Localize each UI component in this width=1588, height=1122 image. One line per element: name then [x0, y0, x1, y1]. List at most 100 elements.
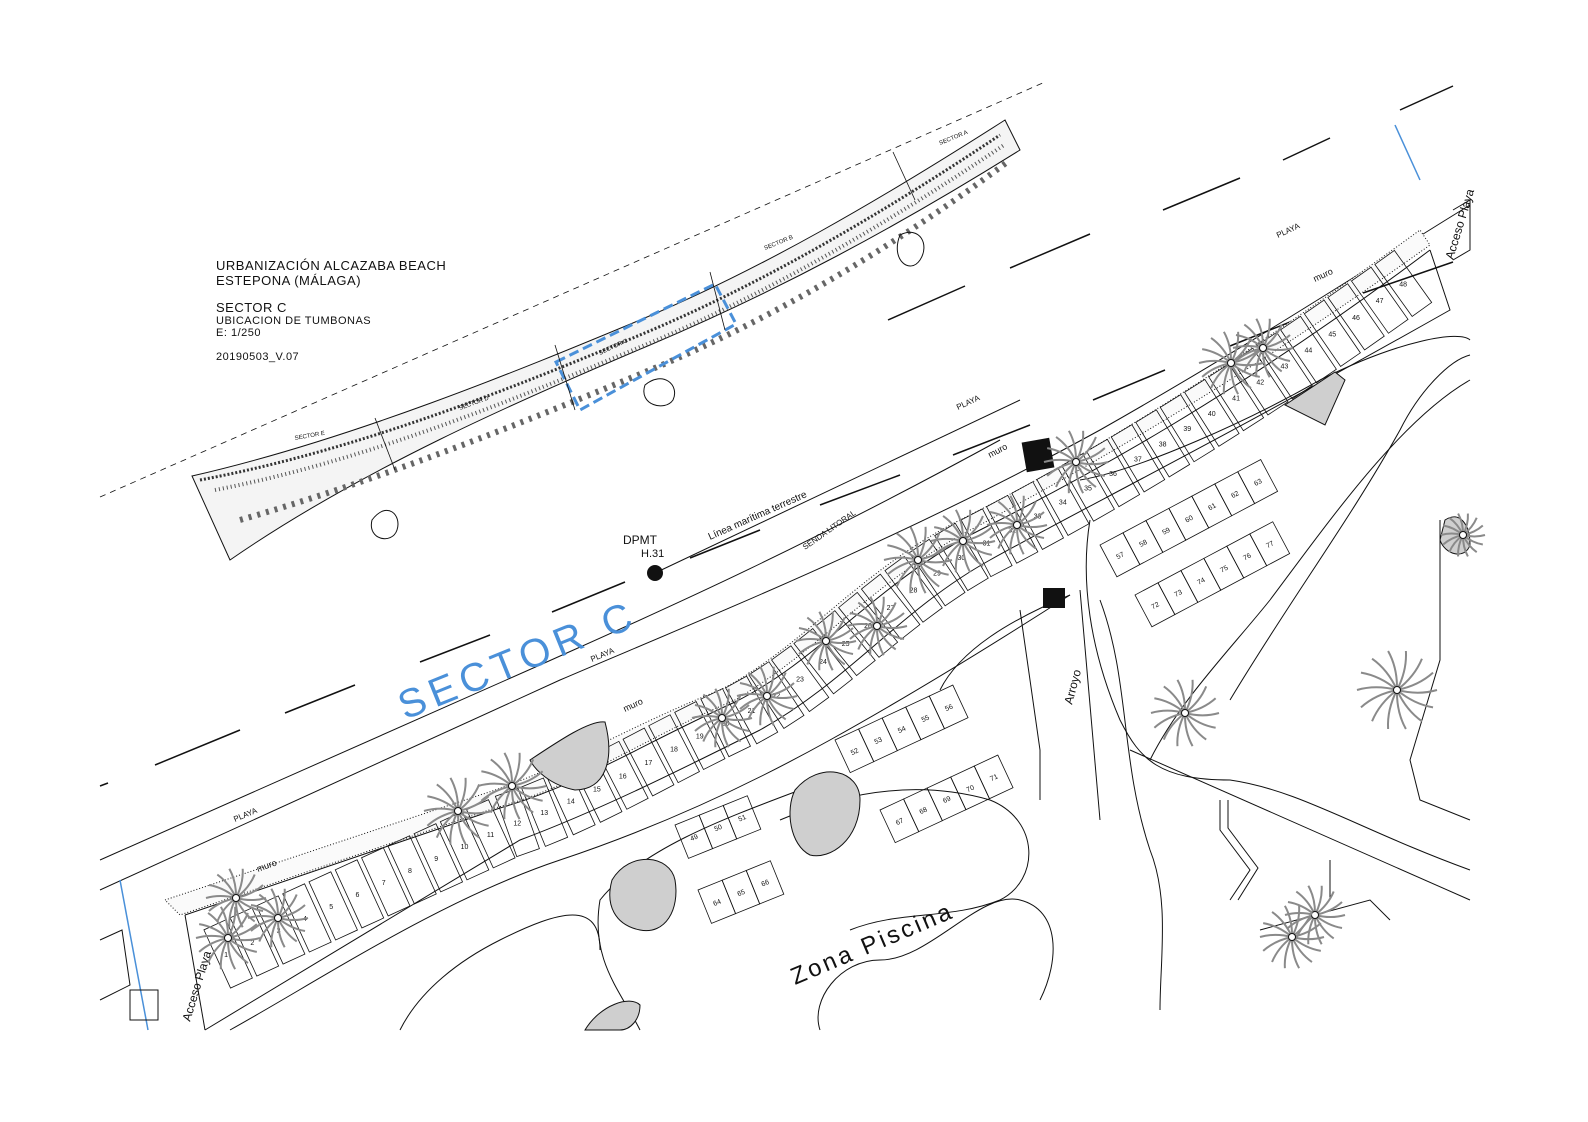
lounger-number: 24 [819, 659, 827, 666]
lounger-number: 26 [864, 623, 872, 630]
dpmt-label: DPMT [623, 533, 658, 547]
sea-dash-line [99, 85, 1454, 787]
structure-block-2 [1043, 588, 1065, 608]
building-lot [745, 860, 785, 905]
lounger-slot [700, 688, 752, 758]
palm-frond [986, 521, 1018, 526]
title-line-2: ESTEPONA (MÁLAGA) [216, 273, 362, 288]
lounger-number: 39 [1183, 426, 1191, 433]
palm-frond [1150, 709, 1186, 714]
land-paths [229, 335, 1471, 1031]
lot-number: 50 [713, 824, 723, 833]
palm-frond [846, 622, 878, 627]
lounger-number: 6 [355, 892, 359, 899]
lot-number: 60 [1184, 515, 1194, 525]
lounger-number: 2 [250, 940, 254, 947]
palm-trunk [1072, 458, 1080, 466]
lot-number: 54 [897, 725, 907, 735]
palm-frond [477, 782, 513, 787]
palm-frond [691, 714, 723, 719]
palm-trunk [1259, 344, 1267, 352]
lounger-slot [1184, 378, 1240, 447]
lot-number: 76 [1242, 552, 1252, 562]
lounger-number: 19 [696, 734, 704, 741]
lot-number: 63 [1253, 478, 1263, 488]
lounger-slot [960, 508, 1013, 578]
playa-label-4: PLAYA [1275, 221, 1302, 240]
lounger-number: 29 [933, 571, 941, 578]
palm-frond [962, 540, 996, 545]
lot-number: 65 [736, 889, 746, 898]
lounger-number: 37 [1134, 456, 1142, 463]
lounger-slot [387, 835, 437, 905]
lounger-number: 47 [1376, 298, 1384, 305]
building-lot [1237, 459, 1279, 505]
lounger-number: 15 [593, 786, 601, 793]
lounger-slot [1327, 283, 1385, 351]
lounger-slot [1159, 394, 1215, 463]
lounger-number: 44 [1304, 348, 1312, 355]
arroyo-label: Arroyo [1061, 668, 1084, 706]
playa-label-1: PLAYA [232, 806, 259, 824]
palm-trunk [1459, 531, 1467, 539]
lounger-slot [908, 538, 966, 607]
lounger-number: 12 [513, 820, 521, 827]
palm-frond [1016, 524, 1048, 529]
lounger-slot [1036, 467, 1090, 536]
palm-trunk [1288, 933, 1296, 941]
lounger-number: 36 [1109, 471, 1117, 478]
title-line-5: E: 1/250 [216, 327, 261, 339]
palm-trunk [914, 556, 922, 564]
muro-label-4: muro [1312, 266, 1335, 284]
lounger-number: 11 [487, 832, 494, 839]
lounger-slot [1280, 315, 1337, 384]
lounger-number: 28 [910, 587, 918, 594]
palm-frond [195, 934, 229, 939]
lounger-slot [1303, 299, 1361, 367]
palm-frond [1259, 933, 1293, 938]
palm-frond [1371, 689, 1398, 722]
lounger-number: 5 [329, 904, 333, 911]
lounger-slot [520, 777, 569, 847]
palm-frond [247, 914, 279, 919]
palm-trunk [232, 894, 240, 902]
lot-number: 55 [921, 714, 931, 724]
lounger-slot [725, 675, 779, 745]
lounger-number: 18 [670, 747, 678, 754]
lounger-number: 40 [1208, 411, 1216, 418]
acceso-playa-line-left [119, 879, 149, 1031]
lounger-number: 17 [644, 760, 652, 767]
palm-trunk [224, 934, 232, 942]
lounger-number: 43 [1281, 364, 1289, 371]
lounger-slot [622, 727, 675, 797]
lot-number: 74 [1196, 577, 1206, 587]
palm-trunk [508, 782, 516, 790]
title-line-6: 20190503_V.07 [216, 351, 300, 363]
lot-number: 73 [1173, 589, 1183, 599]
palm-trunk [274, 914, 282, 922]
lounger-number: 9 [434, 856, 438, 863]
hatched-gardens [529, 371, 1471, 1031]
muro-label-2: muro [622, 696, 645, 714]
lounger-number: 7 [382, 880, 386, 887]
palm-frond [1314, 914, 1346, 919]
lounger-slot [308, 871, 358, 941]
palm-trunk [763, 692, 771, 700]
lot-number: 62 [1230, 490, 1240, 500]
structure-block [1021, 437, 1055, 473]
playa-label-3: PLAYA [955, 393, 982, 412]
lounger-number: 25 [842, 641, 850, 648]
lounger-number: 41 [1232, 395, 1240, 402]
palm-trunk [1181, 709, 1189, 717]
lounger-slot [361, 847, 411, 917]
lounger-slot [413, 823, 464, 893]
palm-trunk [959, 537, 967, 545]
building-lot [722, 795, 762, 840]
palm-trunk [873, 622, 881, 630]
lot-number: 61 [1207, 502, 1217, 512]
palm-trees [195, 318, 1486, 970]
lot-number: 68 [918, 806, 928, 816]
lot-number: 58 [1138, 539, 1148, 549]
lounger-number: 48 [1399, 281, 1407, 288]
lounger-number: 30 [957, 555, 965, 562]
